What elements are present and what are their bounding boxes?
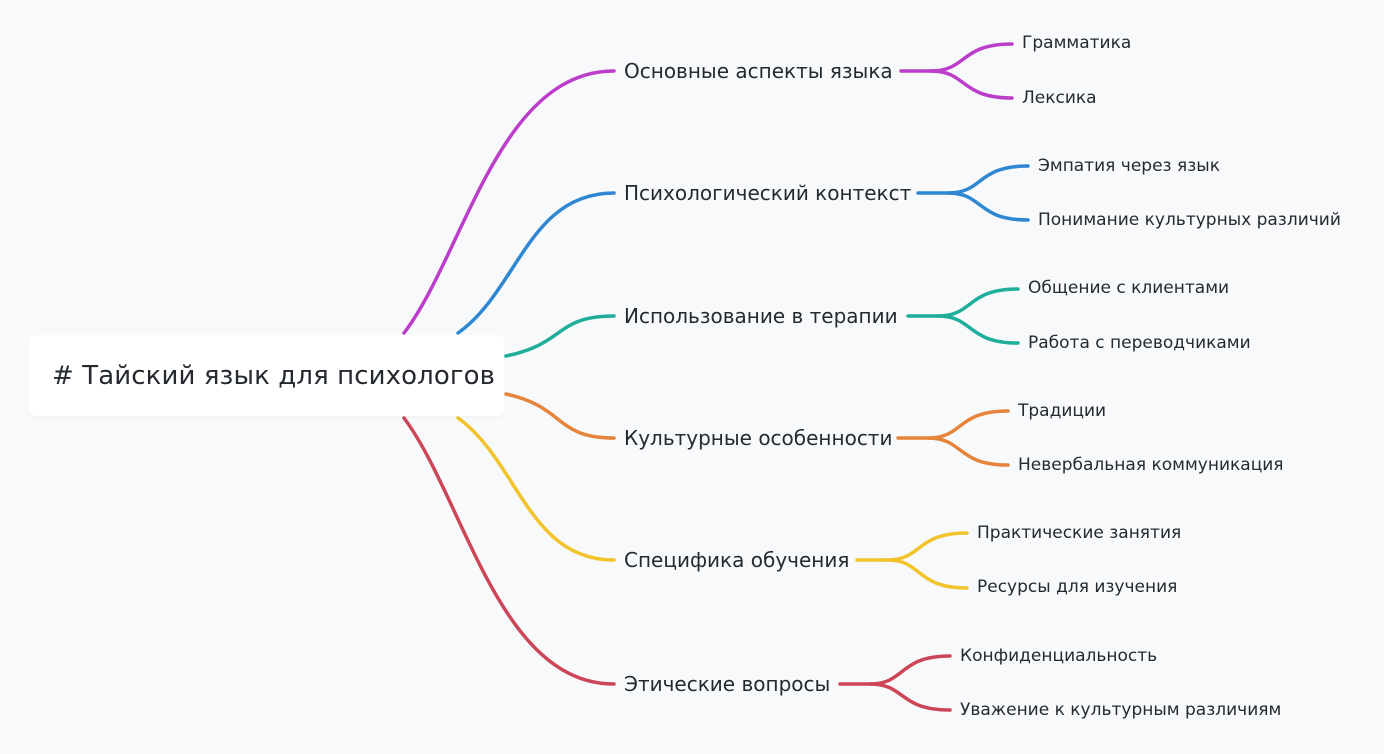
edge-ethics-leaf-0 [868, 654, 952, 686]
edge-therapy-leaf-0 [936, 287, 1020, 318]
edge-learning-leaf-1 [885, 558, 969, 590]
leaf-label-cultural-differences[interactable]: Понимание культурных различий [1038, 210, 1341, 230]
branch-label-basic-aspects[interactable]: Основные аспекты языка [624, 59, 893, 83]
leaf-label-traditions[interactable]: Традиции [1018, 401, 1107, 421]
edge-root-to-culture [504, 392, 616, 440]
edge-psych-context-leaf-1 [946, 191, 1030, 222]
edge-learning-leaf-0 [885, 531, 969, 562]
leaf-label-practice[interactable]: Практические занятия [977, 523, 1182, 543]
leaf-label-nonverbal[interactable]: Невербальная коммуникация [1018, 455, 1284, 475]
edge-culture-leaf-0 [926, 409, 1010, 440]
root-label: # Тайский язык для психологов [52, 360, 496, 391]
branch-label-learning[interactable]: Специфика обучения [624, 548, 850, 572]
leaf-label-translators[interactable]: Работа с переводчиками [1028, 333, 1251, 353]
edge-root-to-ethics [402, 416, 616, 686]
edge-ethics-leaf-1 [868, 682, 952, 712]
leaf-label-respect[interactable]: Уважение к культурным различиям [960, 700, 1282, 720]
edge-therapy-leaf-1 [936, 314, 1020, 345]
leaf-label-confidentiality[interactable]: Конфиденциальность [960, 646, 1158, 666]
branch-label-ethics[interactable]: Этические вопросы [624, 672, 831, 696]
leaf-label-grammar[interactable]: Грамматика [1022, 33, 1132, 53]
edge-psych-context-leaf-0 [946, 164, 1030, 195]
edge-basic-aspects-leaf-1 [929, 69, 1014, 100]
root-node[interactable]: # Тайский язык для психологов [29, 335, 504, 416]
edge-basic-aspects-leaf-0 [929, 42, 1014, 73]
edge-root-to-basic-aspects [402, 69, 616, 335]
edge-root-to-learning [456, 416, 616, 562]
edge-root-to-psych-context [456, 191, 616, 335]
leaf-label-empathy[interactable]: Эмпатия через язык [1038, 156, 1220, 176]
branch-label-psych-context[interactable]: Психологический контекст [624, 181, 912, 205]
leaf-label-clients[interactable]: Общение с клиентами [1028, 278, 1230, 298]
leaf-label-vocabulary[interactable]: Лексика [1022, 88, 1097, 108]
branch-label-culture[interactable]: Культурные особенности [624, 426, 893, 450]
branch-label-therapy[interactable]: Использование в терапии [624, 304, 898, 328]
edge-root-to-therapy [504, 314, 616, 358]
leaf-label-resources[interactable]: Ресурсы для изучения [977, 577, 1178, 597]
edge-culture-leaf-1 [926, 436, 1010, 467]
